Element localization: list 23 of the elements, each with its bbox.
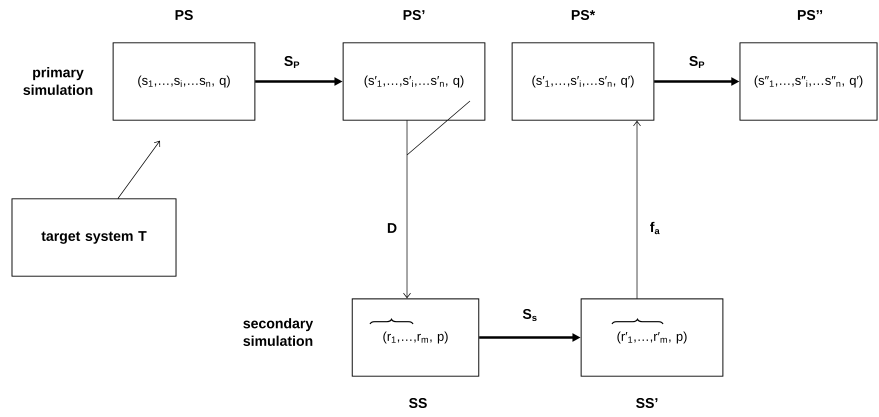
edge-label: S$_{P}$ <box>284 56 300 68</box>
arrow <box>403 120 411 298</box>
box-heading: PS’ <box>404 10 424 20</box>
state-box: (s$_{1}$,…,s$_{i}$,…s$_{n}$, q) <box>112 42 256 121</box>
row-label: secondary simulation <box>243 318 314 346</box>
box-heading: PS’’ <box>798 10 822 20</box>
state-box: (s′$_{1}$,…,s′$_{i}$,…s′$_{n}$, q) <box>342 42 486 121</box>
system-box: target system T <box>12 198 176 277</box>
edge-label: f$_{a}$ <box>650 222 660 234</box>
arrow <box>118 140 160 199</box>
row-label: primary simulation <box>23 67 92 95</box>
edge-label: D <box>388 223 396 233</box>
edge-label: S$_{s}$ <box>522 309 537 322</box>
state-box: (s′$_{1}$,…,s′$_{i}$,…s′$_{n}$, q′) <box>512 42 654 121</box>
box-heading: SS’ <box>636 398 658 408</box>
state-box: (r$_{1}$,…,r$_{m}$, p) <box>352 298 480 377</box>
state-box: (r′$_{1}$,…,r′$_{m}$, p) <box>580 298 724 377</box>
box-heading: SS <box>409 398 427 408</box>
arrow <box>633 120 641 299</box>
state-box: (s″$_{1}$,…,s″$_{i}$,…s″$_{n}$, q′) <box>740 42 878 121</box>
box-heading: PS* <box>572 10 596 20</box>
box-heading: PS <box>176 10 193 20</box>
edge-label: S$_{P}$ <box>689 56 704 68</box>
